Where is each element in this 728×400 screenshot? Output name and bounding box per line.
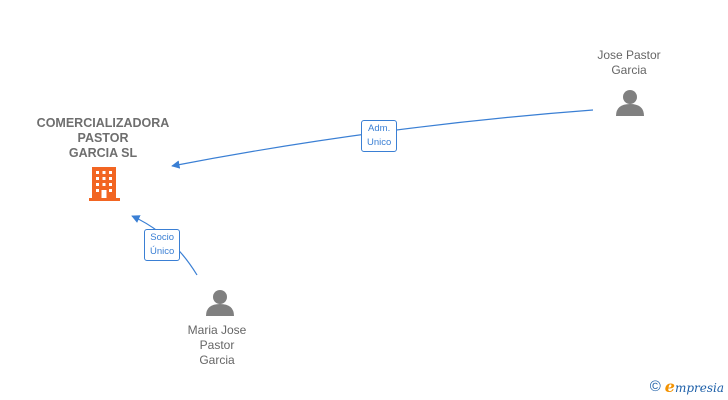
copyright-symbol: ©	[649, 378, 661, 395]
relation-label-socio-unico: Socio Único	[144, 229, 181, 261]
person-icon-jose[interactable]	[616, 90, 644, 116]
footer-brand: © empresia	[650, 377, 724, 396]
empresia-logo: empresia	[664, 377, 724, 396]
building-icon[interactable]	[89, 167, 120, 201]
company-name[interactable]: COMERCIALIZADORA PASTOR GARCIA SL	[36, 116, 170, 160]
person-name-maria[interactable]: Maria Jose Pastor Garcia	[187, 323, 247, 367]
person-name-jose[interactable]: Jose Pastor Garcia	[597, 48, 661, 77]
relation-label-adm-unico: Adm. Unico	[361, 120, 398, 152]
person-icon-maria[interactable]	[206, 290, 234, 316]
